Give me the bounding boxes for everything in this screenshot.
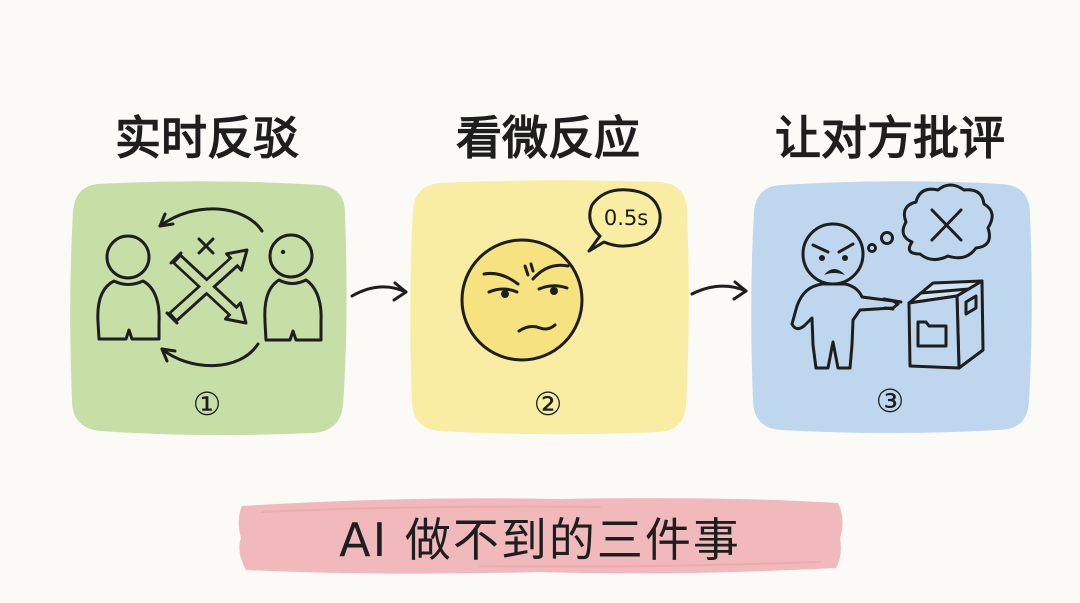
right-pupil [550,287,558,295]
panel-3: ③ [751,181,1032,433]
panel-1: ① [70,181,346,435]
left-pupil [501,290,509,298]
panel-title-micro-expression: 看微反应 [456,111,640,165]
panel-title-realtime-rebuttal: 实时反驳 [115,111,299,165]
step-number-1: ① [193,385,222,423]
banner-title: AI 做不到的三件事 [339,513,741,567]
reaction-time-label: 0.5s [604,206,648,230]
panel-title-invite-criticism: 让对方批评 [775,111,1005,165]
critic-right-eye [842,255,848,261]
face-circle [462,240,582,360]
step-number-2: ② [534,385,563,423]
skeptical-face-icon [462,240,582,360]
right-person-eye [281,250,285,254]
document-box-icon [909,281,983,368]
critic-left-eye [819,255,825,261]
summary-banner: AI 做不到的三件事 [239,498,843,573]
step-number-3: ③ [876,382,905,420]
panel-2: 0.5s ② [410,180,689,434]
